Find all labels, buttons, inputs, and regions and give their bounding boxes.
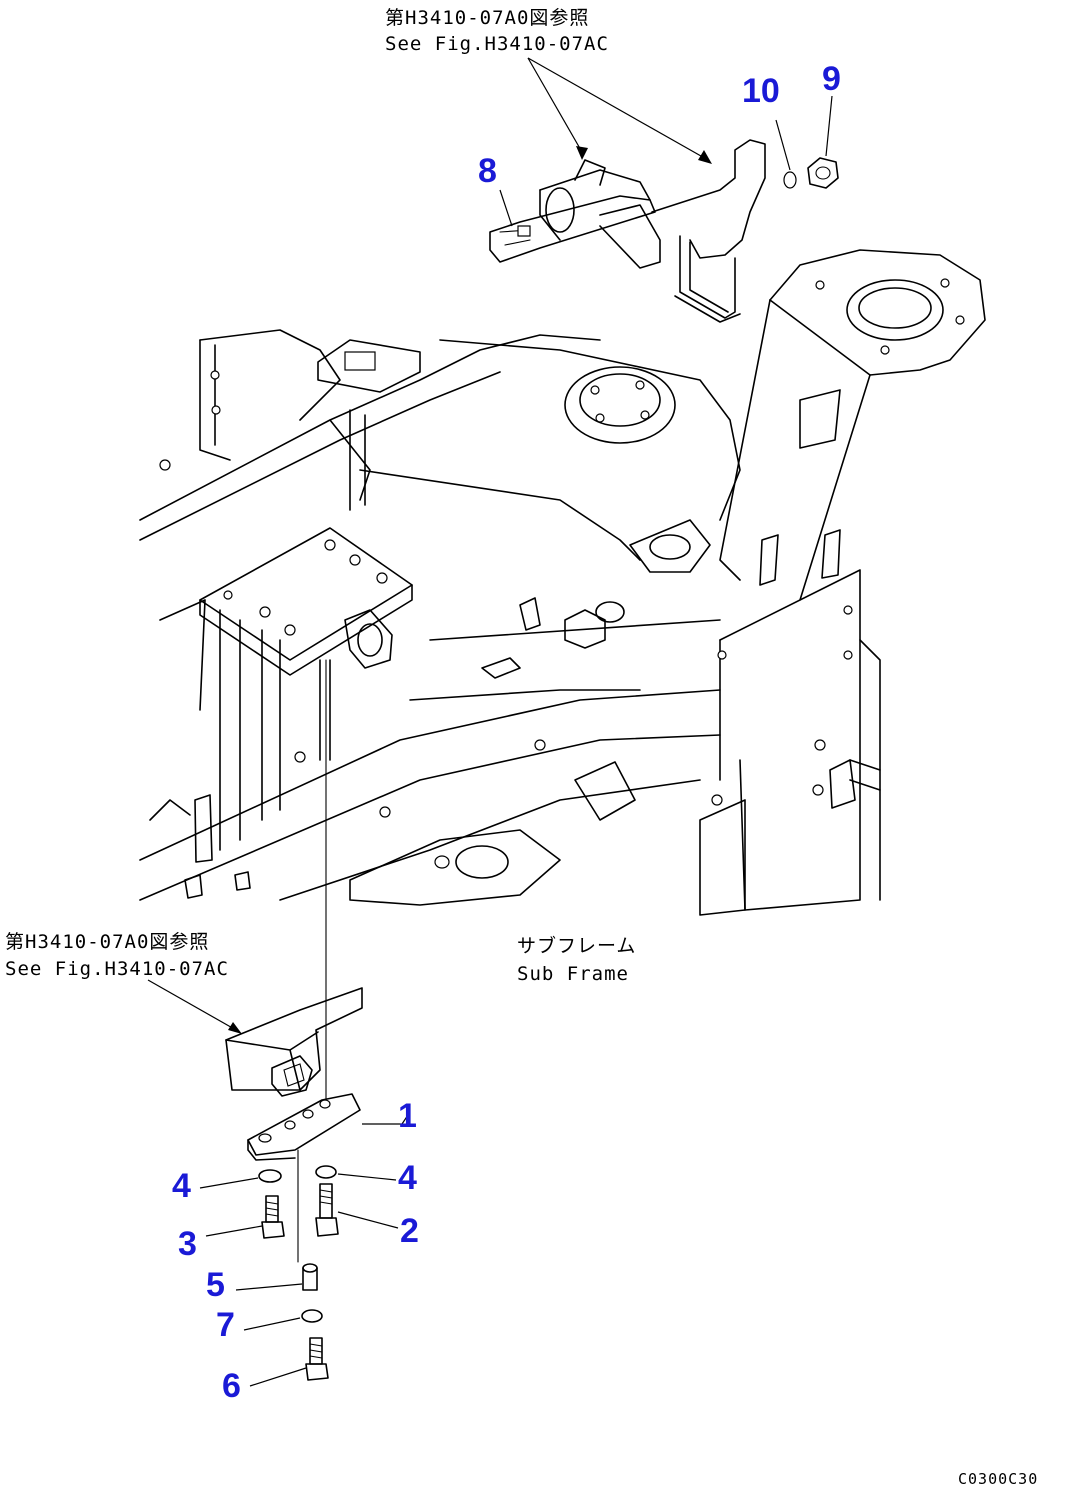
callout-4-right-leader: [337, 1173, 397, 1181]
drawing-code: C0300C30: [958, 1470, 1038, 1488]
callout-5: 5: [206, 1266, 225, 1304]
part-7-washer: [301, 1309, 323, 1323]
callout-6: 6: [222, 1367, 241, 1405]
part-1-plate: [247, 1093, 361, 1161]
callout-6-leader: [249, 1367, 307, 1387]
top-reference-en: See Fig.H3410-07AC: [385, 33, 609, 55]
left-reference-arrow: [228, 1022, 242, 1034]
callout-3-leader: [205, 1225, 263, 1237]
part-9-nut: [807, 157, 839, 189]
part-4-washer-right: [315, 1165, 337, 1179]
callout-4-left-leader: [199, 1177, 259, 1189]
top-reference-jp: 第H3410-07A0図参照: [385, 7, 589, 29]
callout-1: 1: [398, 1097, 417, 1135]
callout-5-leader: [235, 1283, 303, 1291]
callout-3: 3: [178, 1225, 197, 1263]
main-frame: [139, 249, 986, 916]
callout-8: 8: [478, 152, 497, 190]
part-10-washer: [783, 171, 797, 189]
part-5-spacer: [302, 1263, 318, 1291]
callout-10-leader: [775, 119, 791, 171]
callout-2-leader: [337, 1211, 399, 1229]
left-reference-leader: [147, 979, 237, 1031]
callout-9-leader: [825, 95, 833, 157]
top-reference-arrow-1: [576, 146, 588, 160]
callout-7-leader: [243, 1317, 301, 1331]
top-reference-leader-1: [527, 57, 583, 153]
callout-9: 9: [822, 60, 841, 98]
lower-mount-block: [225, 987, 363, 1097]
part-3-bolt: [261, 1195, 285, 1239]
callout-1-leader: [362, 1111, 411, 1125]
left-reference-en: See Fig.H3410-07AC: [5, 958, 229, 980]
top-reference-arrow-2: [698, 150, 712, 164]
top-reference-leader-2: [527, 57, 709, 161]
callout-7: 7: [216, 1306, 235, 1344]
callout-8-leader: [499, 189, 513, 227]
sub-frame-label-jp: サブフレーム: [517, 934, 636, 957]
callout-10: 10: [742, 72, 780, 110]
callout-4-right: 4: [398, 1159, 417, 1197]
callout-2: 2: [400, 1212, 419, 1250]
callout-4-left: 4: [172, 1167, 191, 1205]
part-4-washer-left: [258, 1169, 282, 1183]
sub-frame-label-en: Sub Frame: [517, 963, 629, 985]
left-reference-jp: 第H3410-07A0図参照: [5, 931, 209, 953]
part-2-bolt: [315, 1183, 339, 1237]
upper-bracket-assembly: [489, 139, 766, 323]
part-6-bolt: [305, 1337, 329, 1381]
